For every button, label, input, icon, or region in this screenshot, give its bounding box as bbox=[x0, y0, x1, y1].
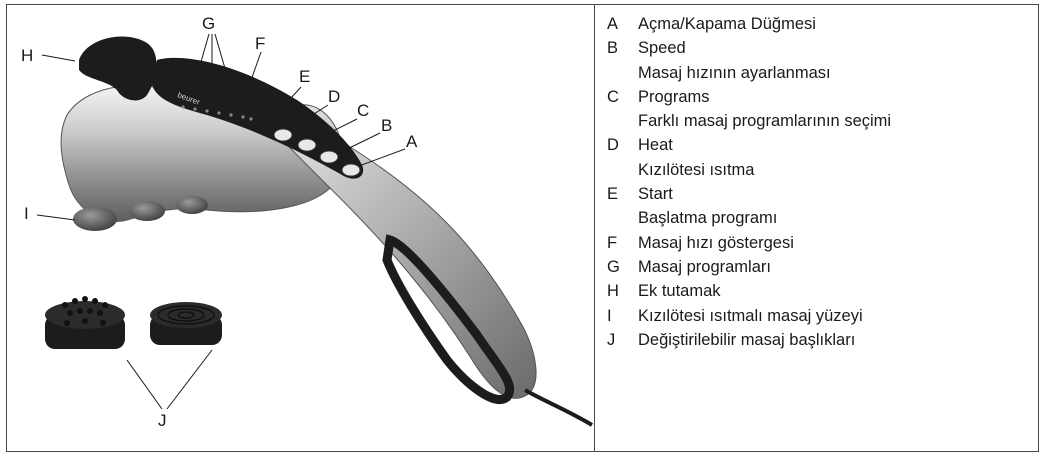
callout-a: A bbox=[406, 132, 418, 151]
callout-h: H bbox=[21, 46, 33, 65]
legend-text: Farklı masaj programlarının seçimi bbox=[638, 109, 1032, 133]
massage-node bbox=[129, 201, 165, 221]
callout-i: I bbox=[24, 204, 29, 223]
extra-handle bbox=[79, 37, 156, 101]
legend-text: Kızılötesi ısıtmalı masaj yüzeyi bbox=[638, 304, 1032, 328]
legend-item: Başlatma programı bbox=[607, 206, 1032, 230]
legend-item: Masaj hızının ayarlanması bbox=[607, 61, 1032, 85]
legend-letter: C bbox=[607, 85, 638, 109]
callout-d: D bbox=[328, 87, 340, 106]
start-button bbox=[274, 129, 292, 141]
callout-j: J bbox=[158, 411, 167, 430]
legend-letter: E bbox=[607, 182, 638, 206]
callout-e: E bbox=[299, 67, 310, 86]
callout-f: F bbox=[255, 34, 265, 53]
power-button bbox=[342, 164, 360, 176]
legend-text: Açma/Kapama Düğmesi bbox=[638, 12, 1032, 36]
device-illustration: beurer bbox=[7, 5, 594, 451]
legend-text: Masaj programları bbox=[638, 255, 1032, 279]
legend-text: Değiştirilebilir masaj başlıkları bbox=[638, 328, 1032, 352]
legend-letter: D bbox=[607, 133, 638, 157]
legend-letter: G bbox=[607, 255, 638, 279]
power-cable bbox=[525, 390, 592, 425]
legend-item: Farklı masaj programlarının seçimi bbox=[607, 109, 1032, 133]
legend-text: Masaj hızı göstergesi bbox=[638, 231, 1032, 255]
callout-g: G bbox=[202, 14, 215, 33]
legend-letter bbox=[607, 206, 638, 230]
legend-letter bbox=[607, 158, 638, 182]
ribbed-massage-head bbox=[150, 302, 222, 345]
legend-letter bbox=[607, 109, 638, 133]
legend-text: Speed bbox=[638, 36, 1032, 60]
callout-b: B bbox=[381, 116, 392, 135]
programs-button bbox=[320, 151, 338, 163]
legend-item: Kızılötesi ısıtma bbox=[607, 158, 1032, 182]
legend-text: Başlatma programı bbox=[638, 206, 1032, 230]
legend-letter: J bbox=[607, 328, 638, 352]
column-divider bbox=[594, 5, 595, 451]
legend-text: Kızılötesi ısıtma bbox=[638, 158, 1032, 182]
legend-letter: I bbox=[607, 304, 638, 328]
legend-letter bbox=[607, 61, 638, 85]
callout-c: C bbox=[357, 101, 369, 120]
legend-text: Ek tutamak bbox=[638, 279, 1032, 303]
legend-letter: A bbox=[607, 12, 638, 36]
legend-text: Start bbox=[638, 182, 1032, 206]
legend-letter: B bbox=[607, 36, 638, 60]
legend-text: Masaj hızının ayarlanması bbox=[638, 61, 1032, 85]
figure-frame: beurer bbox=[6, 4, 1039, 452]
infrared-node bbox=[73, 207, 117, 231]
legend-text: Heat bbox=[638, 133, 1032, 157]
legend-letter: F bbox=[607, 231, 638, 255]
spiked-massage-head bbox=[45, 296, 125, 349]
massage-node-rear bbox=[176, 196, 208, 214]
legend-text: Programs bbox=[638, 85, 1032, 109]
legend-letter: H bbox=[607, 279, 638, 303]
